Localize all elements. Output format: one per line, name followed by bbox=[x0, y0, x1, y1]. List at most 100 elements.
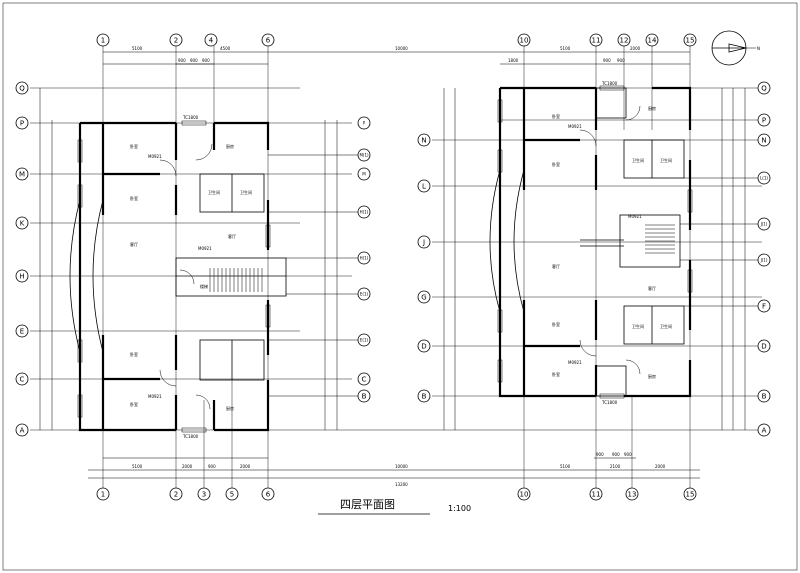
svg-text:2000: 2000 bbox=[630, 46, 641, 51]
axis-label: C bbox=[20, 376, 25, 384]
svg-text:900: 900 bbox=[603, 58, 611, 63]
axis-label: L bbox=[422, 183, 426, 191]
leader-lines bbox=[268, 154, 758, 397]
axis-label: E bbox=[20, 328, 24, 336]
axis-label: 3 bbox=[202, 491, 206, 499]
axis-bubble-row-c: C bbox=[15, 372, 29, 386]
svg-text:10000: 10000 bbox=[395, 464, 408, 469]
axis-bubble-mid-p: P bbox=[357, 116, 371, 130]
door-tag: M0921 bbox=[628, 214, 642, 219]
axis-label: D bbox=[421, 343, 426, 351]
axis-bubble-4-top: 4 bbox=[204, 33, 218, 47]
svg-text:900: 900 bbox=[202, 58, 210, 63]
svg-text:5100: 5100 bbox=[132, 464, 143, 469]
axis-label: 11 bbox=[592, 37, 601, 45]
svg-text:5100: 5100 bbox=[132, 46, 143, 51]
axis-bubble-rl-l: L bbox=[417, 179, 431, 193]
axis-label: J bbox=[422, 239, 425, 247]
axis-bubble-mid-e1a: E(1) bbox=[357, 287, 371, 301]
window-tag: TC1800 bbox=[182, 434, 199, 439]
axis-bubble-2-top: 2 bbox=[169, 33, 183, 47]
room-label-bedroom: 卧室 bbox=[130, 401, 138, 407]
axis-label: L(1) bbox=[760, 176, 768, 181]
axis-label: A bbox=[20, 427, 25, 435]
room-label-bath: 卫生间 bbox=[660, 157, 672, 163]
svg-text:900: 900 bbox=[208, 464, 216, 469]
svg-text:900: 900 bbox=[596, 452, 604, 457]
window-tag: TC1800 bbox=[601, 400, 618, 405]
axis-bubbles-left-rows: Q P M K H E C A bbox=[15, 81, 29, 437]
room-label-bedroom: 卧室 bbox=[552, 113, 560, 119]
right-stair-treads bbox=[645, 224, 675, 254]
room-label-bedroom: 卧室 bbox=[552, 321, 560, 327]
axis-bubble-rr-a: A bbox=[757, 423, 771, 437]
door-tag: M0921 bbox=[198, 246, 212, 251]
axis-label: 2 bbox=[174, 37, 178, 45]
door-tag: M0921 bbox=[148, 394, 162, 399]
axis-bubbles-left-top: 1 2 4 6 bbox=[96, 33, 275, 47]
svg-text:2000: 2000 bbox=[240, 464, 251, 469]
axis-label: 14 bbox=[648, 37, 657, 45]
svg-text:2000: 2000 bbox=[182, 464, 193, 469]
axis-bubble-row-h: H bbox=[15, 269, 29, 283]
axis-label: H(1) bbox=[360, 210, 369, 215]
room-label-bedroom: 卧室 bbox=[130, 351, 138, 357]
axis-bubble-15-bottom: 15 bbox=[683, 487, 697, 501]
axis-bubble-mid-h1a: H(1) bbox=[357, 205, 371, 219]
axis-label: G bbox=[421, 294, 426, 302]
axis-label: 6 bbox=[266, 37, 271, 45]
axis-label: F bbox=[762, 303, 766, 311]
room-label-kitchen: 厨房 bbox=[648, 373, 656, 379]
axis-bubble-2-bottom: 2 bbox=[169, 487, 183, 501]
axis-bubble-6-bottom: 6 bbox=[261, 487, 275, 501]
room-label-bedroom: 卧室 bbox=[552, 371, 560, 377]
window-tag: TC1800 bbox=[182, 115, 199, 120]
axis-bubble-rl-b: B bbox=[417, 389, 431, 403]
title-block: 四层平面图 1:100 bbox=[318, 498, 471, 515]
room-label-stair: 楼梯 bbox=[200, 283, 208, 289]
door-tag: M0921 bbox=[568, 124, 582, 129]
axis-label: E(1) bbox=[360, 338, 369, 343]
axis-bubble-rr-f: F bbox=[757, 299, 771, 313]
room-label-bath: 卫生间 bbox=[208, 189, 220, 195]
axis-label: H(1) bbox=[360, 256, 369, 261]
axis-bubble-1-bottom: 1 bbox=[96, 487, 110, 501]
svg-text:2000: 2000 bbox=[655, 464, 666, 469]
room-label-bath: 卫生间 bbox=[240, 189, 252, 195]
axis-label: P bbox=[363, 121, 366, 126]
axis-label: H bbox=[19, 273, 24, 281]
axis-label: 5 bbox=[230, 491, 234, 499]
drawing-scale: 1:100 bbox=[448, 504, 471, 513]
north-arrow-icon: N bbox=[711, 30, 760, 66]
axis-bubbles-left-bottom: 1 2 3 5 6 bbox=[96, 487, 275, 501]
axis-bubble-13-bottom: 13 bbox=[625, 487, 639, 501]
axis-label: E(1) bbox=[360, 292, 369, 297]
svg-text:4500: 4500 bbox=[220, 46, 231, 51]
axis-bubble-mid-e1b: E(1) bbox=[357, 333, 371, 347]
window-door-tags: TC1800 TC1800 TC1800 TC1800 M0921 M0921 … bbox=[148, 81, 642, 439]
room-label-bedroom: 卧室 bbox=[130, 195, 138, 201]
axis-bubble-mid-b: B bbox=[357, 389, 371, 403]
axis-bubble-rr-j1b: J(1) bbox=[757, 253, 771, 267]
axis-label: N bbox=[761, 137, 766, 145]
svg-text:N: N bbox=[757, 46, 760, 51]
axis-bubble-mid-h1b: H(1) bbox=[357, 251, 371, 265]
axis-bubble-12-top: 12 bbox=[617, 33, 631, 47]
svg-text:1800: 1800 bbox=[508, 58, 519, 63]
axis-bubble-11-bottom: 11 bbox=[589, 487, 603, 501]
axis-bubbles-left-building-right-rows: P M(1) M H(1) H(1) E(1) E(1) C B bbox=[357, 116, 371, 403]
axis-label: 11 bbox=[592, 491, 601, 499]
axis-label: J(1) bbox=[760, 222, 768, 227]
axis-label: M bbox=[362, 172, 366, 177]
axis-bubbles-right-bottom: 10 11 13 15 bbox=[517, 487, 697, 501]
axis-bubble-11-top: 11 bbox=[589, 33, 603, 47]
axis-label: P bbox=[20, 120, 24, 128]
room-label-bath: 卫生间 bbox=[660, 323, 672, 329]
axis-label: 10 bbox=[520, 37, 529, 45]
axis-label: J(1) bbox=[760, 258, 768, 263]
axis-bubble-14-top: 14 bbox=[645, 33, 659, 47]
axis-label: B bbox=[362, 393, 367, 401]
axis-bubble-row-q: Q bbox=[15, 81, 29, 95]
axis-bubble-10-top: 10 bbox=[517, 33, 531, 47]
